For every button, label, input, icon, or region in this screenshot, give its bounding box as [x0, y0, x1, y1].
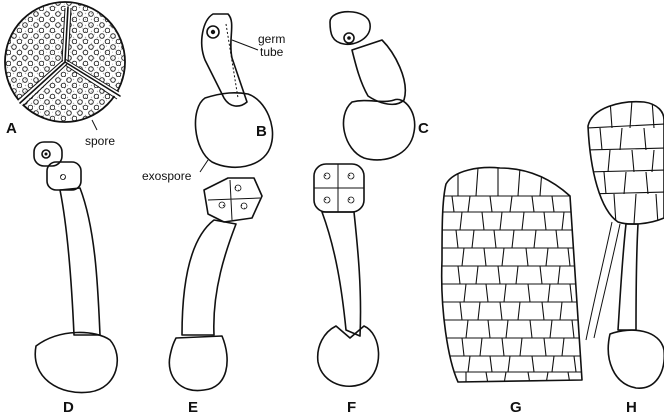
- spore-c: [330, 12, 415, 160]
- panel-label-d: D: [63, 399, 74, 413]
- spore-d: [34, 142, 117, 393]
- panel-label-f: F: [347, 399, 356, 413]
- panel-label-a: A: [6, 120, 17, 137]
- prothallus-h: [586, 100, 664, 388]
- panel-label-c: C: [418, 120, 429, 137]
- spore-annotation: spore: [85, 134, 115, 148]
- panel-label-b: B: [256, 123, 267, 140]
- exospore-annotation: exospore: [142, 169, 192, 183]
- spore-f: [314, 164, 379, 386]
- panel-label-e: E: [188, 399, 198, 413]
- prothallus-g: [440, 168, 590, 384]
- panel-label-h: H: [626, 399, 637, 413]
- panel-label-g: G: [510, 399, 522, 413]
- germ-annotation: germ: [258, 32, 285, 46]
- spore-a: [5, 2, 125, 130]
- spore-e: [169, 178, 262, 391]
- tube-annotation: tube: [260, 45, 284, 59]
